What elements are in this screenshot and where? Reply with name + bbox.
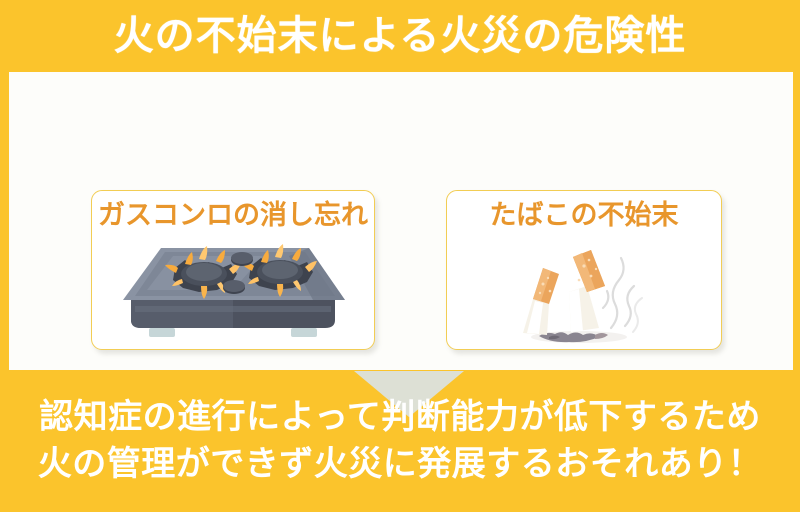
summary-message-line-2: 火の管理ができず火災に発展するおそれあり！ <box>37 445 763 483</box>
hazard-card-cigarette: たばこの不始末 <box>446 190 722 350</box>
content-panel: ガスコンロの消し忘れ <box>9 72 793 417</box>
gas-stove-illustration <box>92 235 374 349</box>
hazard-card-gas-stove-heading: ガスコンロの消し忘れ <box>98 200 368 230</box>
hazard-card-cigarette-heading: たばこの不始末 <box>489 200 679 230</box>
down-arrow <box>354 371 464 417</box>
summary-message-line-1: 認知症の進行によって判断能力が低下するため <box>39 397 761 436</box>
hazard-card-gas-stove: ガスコンロの消し忘れ <box>91 190 375 350</box>
down-triangle-arrow-icon <box>354 371 464 417</box>
crushed-cigarette-icon <box>523 250 643 343</box>
gas-stove-icon <box>123 244 345 337</box>
title-banner: 火の不始末による火災の危険性 <box>0 0 800 72</box>
cigarette-illustration <box>447 235 721 349</box>
page-title: 火の不始末による火災の危険性 <box>113 14 687 58</box>
summary-message: 認知症の進行によって判断能力が低下するため 火の管理ができず火災に発展するおそれ… <box>0 370 800 512</box>
